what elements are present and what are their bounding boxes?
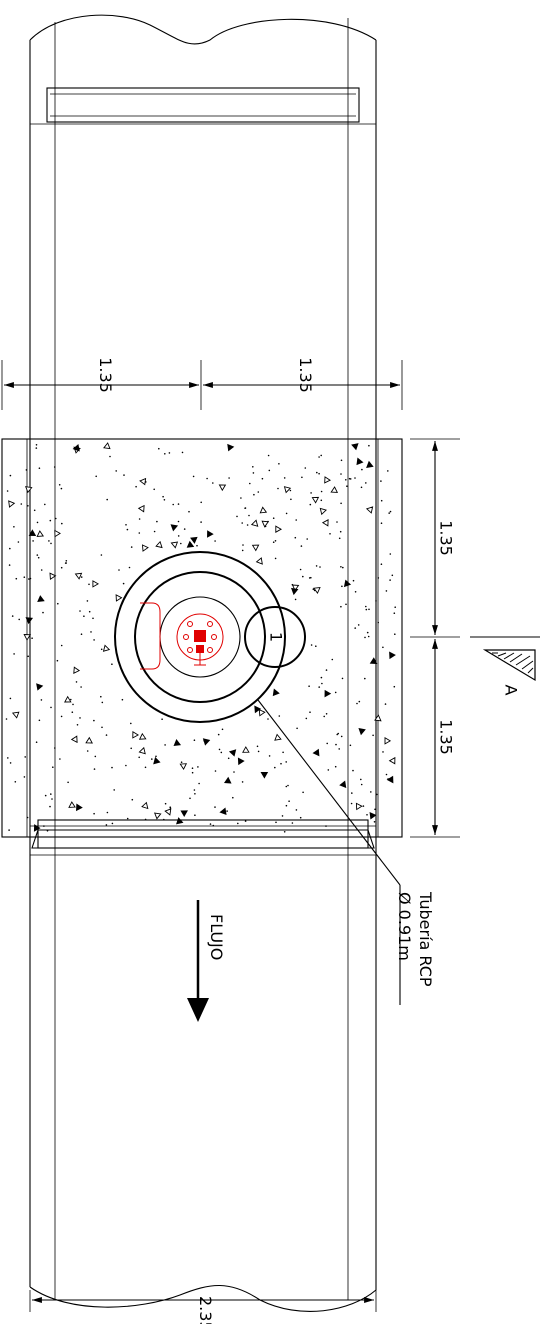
section-marker-label: A — [502, 685, 521, 696]
valve-detail — [140, 602, 224, 670]
flow-label: FLUJO — [207, 914, 226, 960]
detail-marker: 1 — [267, 632, 286, 642]
dimension-label-right: 1.35 — [296, 357, 315, 393]
concrete-slab — [1, 438, 403, 838]
section-marker: A — [470, 636, 540, 696]
dimension-bottom: 2.35 — [29, 1290, 377, 1324]
dimension-label-lower: 1.35 — [437, 719, 456, 755]
concrete-hatch — [5, 442, 397, 833]
dimension-side: 1.35 1.35 — [410, 438, 460, 838]
pipe-outline — [29, 14, 377, 1312]
pipe-label-line1: Tubería RCP — [416, 891, 435, 987]
dimension-label-left: 1.35 — [96, 357, 115, 393]
flow-arrow: FLUJO — [187, 900, 226, 1022]
pipe-joint-bottom — [30, 819, 376, 856]
flow-arrow-head-icon — [187, 998, 209, 1022]
pipe-joint-top — [30, 87, 376, 125]
dimension-top: 1.35 1.35 — [1, 357, 403, 410]
dimension-label-upper: 1.35 — [437, 520, 456, 556]
dimension-label-bottom: 2.35 — [196, 1296, 215, 1324]
manhole-circles: 1 — [114, 551, 306, 723]
pipe-label-line2: Ø 0.91m — [395, 892, 414, 961]
pipe-callout: Tubería RCP Ø 0.91m — [257, 699, 435, 1005]
